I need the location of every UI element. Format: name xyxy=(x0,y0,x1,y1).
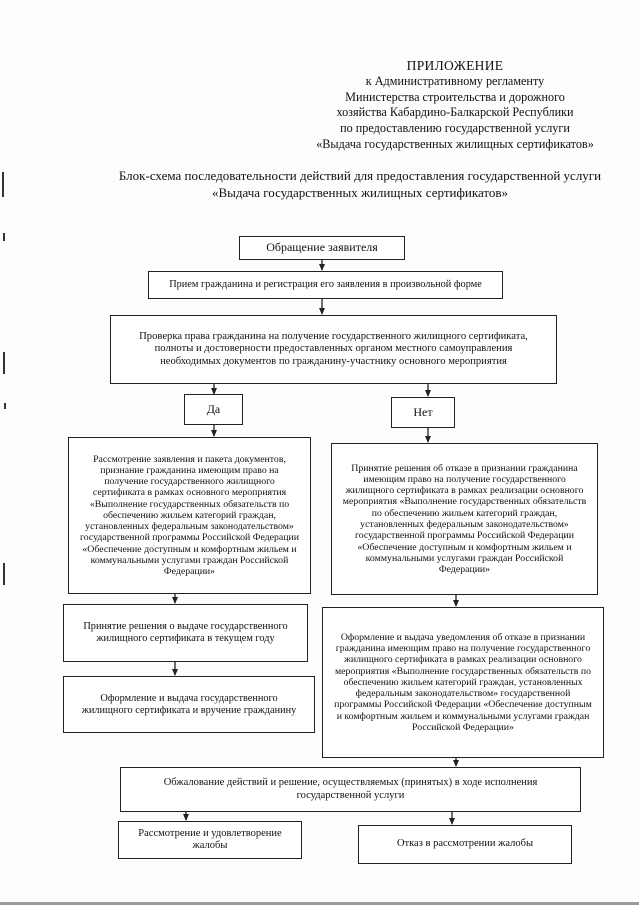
scan-mark xyxy=(3,563,5,585)
flow-box-text: Обжалование действий и решение, осуществ… xyxy=(163,777,538,801)
appendix-header: ПРИЛОЖЕНИЕ к Административному регламент… xyxy=(295,57,615,152)
appendix-line: «Выдача государственных жилищных сертифи… xyxy=(316,136,594,151)
flow-box-text: Оформление и выдача уведомления об отказ… xyxy=(334,631,592,733)
flow-box-yes-decision: Принятие решения о выдаче государственно… xyxy=(63,604,308,662)
scan-mark xyxy=(0,902,639,905)
flow-box-text: Рассмотрение заявления и пакета документ… xyxy=(79,453,299,578)
diagram-title-line: Блок-схема последовательности действий д… xyxy=(118,168,602,183)
flow-box-text: Прием гражданина и регистрация его заявл… xyxy=(169,279,482,291)
flow-box-text: Принятие решения о выдаче государственно… xyxy=(83,621,288,644)
flow-box-text: Обращение заявителя xyxy=(266,240,378,255)
flow-box-yes: Да xyxy=(184,394,243,425)
scan-mark xyxy=(4,403,6,409)
flow-box-text: Нет xyxy=(413,404,433,419)
flow-box-appeal-rejected: Отказ в рассмотрении жалобы xyxy=(358,825,572,864)
flow-box-text: Рассмотрение и удовлетворение жалобы xyxy=(138,827,282,851)
appendix-line: по предоставлению государственной услуги xyxy=(340,121,570,136)
flow-box-text: Отказ в рассмотрении жалобы xyxy=(396,838,534,850)
flow-box-start: Обращение заявителя xyxy=(239,236,405,260)
flow-box-yes-issue: Оформление и выдача государственного жил… xyxy=(63,676,315,733)
scan-mark xyxy=(2,172,4,197)
flow-box-no-notice: Оформление и выдача уведомления об отказ… xyxy=(322,607,604,758)
flow-box-no: Нет xyxy=(391,397,455,428)
diagram-title: Блок-схема последовательности действий д… xyxy=(105,167,615,201)
flow-box-reception: Прием гражданина и регистрация его заявл… xyxy=(148,271,503,299)
appendix-line: к Административному регламенту xyxy=(365,74,545,89)
scan-mark xyxy=(3,352,5,374)
flow-box-text: Проверка права гражданина на получение г… xyxy=(139,331,528,367)
appendix-line: Министерства строительства и дорожного xyxy=(345,89,565,104)
flow-box-no-refusal: Принятие решения об отказе в признании г… xyxy=(331,443,598,595)
flow-box-verification: Проверка права гражданина на получение г… xyxy=(110,315,557,384)
appendix-heading: ПРИЛОЖЕНИЕ xyxy=(406,58,504,73)
scan-mark xyxy=(3,233,5,241)
flow-box-text: Оформление и выдача государственного жил… xyxy=(81,692,297,716)
flow-box-text: Да xyxy=(206,401,221,416)
diagram-title-line: «Выдача государственных жилищных сертифи… xyxy=(211,185,509,201)
flow-box-yes-review: Рассмотрение заявления и пакета документ… xyxy=(68,437,311,594)
flow-box-text: Принятие решения об отказе в признании г… xyxy=(342,462,587,576)
flow-box-appeal: Обжалование действий и решение, осуществ… xyxy=(120,767,581,812)
appendix-line: хозяйства Кабардино-Балкарской Республик… xyxy=(336,105,574,120)
flow-box-appeal-satisfied: Рассмотрение и удовлетворение жалобы xyxy=(118,821,302,859)
